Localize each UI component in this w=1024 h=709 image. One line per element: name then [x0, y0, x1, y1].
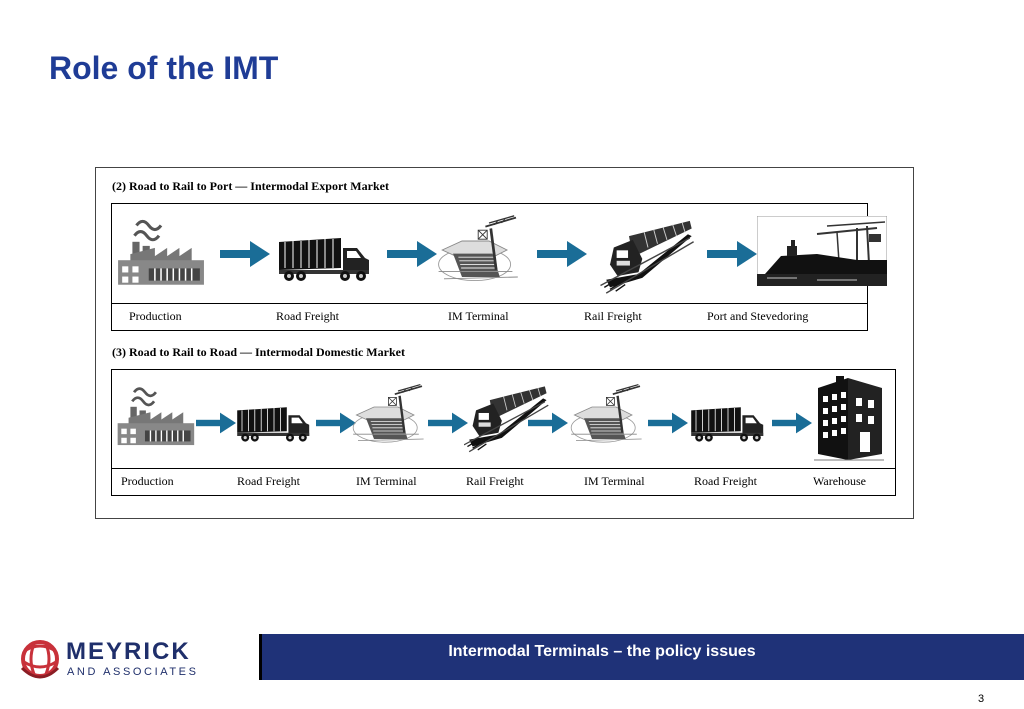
arrow-icon — [648, 412, 688, 434]
label-road-freight: Road Freight — [237, 474, 300, 488]
banner-text: Intermodal Terminals – the policy issues — [448, 643, 756, 660]
export-market-labels: Production Road Freight IM Terminal Rail… — [112, 303, 867, 330]
label-road-freight: Road Freight — [276, 309, 339, 323]
truck-icon — [234, 404, 314, 444]
label-rail-freight: Rail Freight — [584, 309, 642, 323]
arrow-icon — [537, 241, 587, 267]
truck-icon — [688, 404, 768, 444]
crane-icon — [350, 380, 430, 450]
label-im-terminal: IM Terminal — [356, 474, 417, 488]
logo-name: MEYRICK — [66, 638, 191, 665]
label-im-terminal-2: IM Terminal — [584, 474, 645, 488]
arrow-icon — [528, 412, 568, 434]
arrow-icon — [428, 412, 468, 434]
arrow-icon — [707, 241, 757, 267]
export-market-panel: Production Road Freight IM Terminal Rail… — [111, 203, 868, 331]
arrow-icon — [220, 241, 270, 267]
label-production: Production — [121, 474, 174, 488]
label-port-and-stevedoring: Port and Stevedoring — [707, 309, 809, 323]
factory-icon — [114, 214, 206, 288]
label-im-terminal: IM Terminal — [448, 309, 509, 323]
company-logo: MEYRICK AND ASSOCIATES — [18, 636, 218, 682]
domestic-market-panel: Production Road Freight IM Terminal Rail… — [111, 369, 896, 496]
label-production: Production — [129, 309, 182, 323]
globe-logo-icon — [20, 640, 60, 679]
page-number: 3 — [978, 693, 985, 705]
page-title: Role of the IMT — [49, 50, 279, 86]
label-warehouse: Warehouse — [813, 474, 867, 488]
domestic-market-labels: Production Road Freight IM Terminal Rail… — [112, 468, 895, 495]
logo-subtitle: AND ASSOCIATES — [67, 666, 199, 678]
factory-icon — [114, 382, 196, 448]
label-rail-freight: Rail Freight — [466, 474, 524, 488]
train-icon — [600, 219, 696, 295]
arrow-icon — [772, 412, 812, 434]
export-market-heading: (2) Road to Rail to Port — Intermodal Ex… — [112, 179, 389, 193]
truck-icon — [275, 234, 375, 284]
arrow-icon — [196, 412, 236, 434]
footer-banner: Intermodal Terminals – the policy issues — [262, 634, 1024, 680]
domestic-market-heading: (3) Road to Rail to Road — Intermodal Do… — [112, 345, 405, 359]
ship-icon — [757, 216, 887, 286]
warehouse-icon — [814, 374, 884, 464]
arrow-icon — [387, 241, 437, 267]
crane-icon — [435, 212, 525, 288]
crane-icon — [568, 380, 648, 450]
intermodal-flow-figure: (2) Road to Rail to Port — Intermodal Ex… — [95, 167, 914, 519]
footer-divider — [259, 634, 262, 680]
label-road-freight-2: Road Freight — [694, 474, 757, 488]
